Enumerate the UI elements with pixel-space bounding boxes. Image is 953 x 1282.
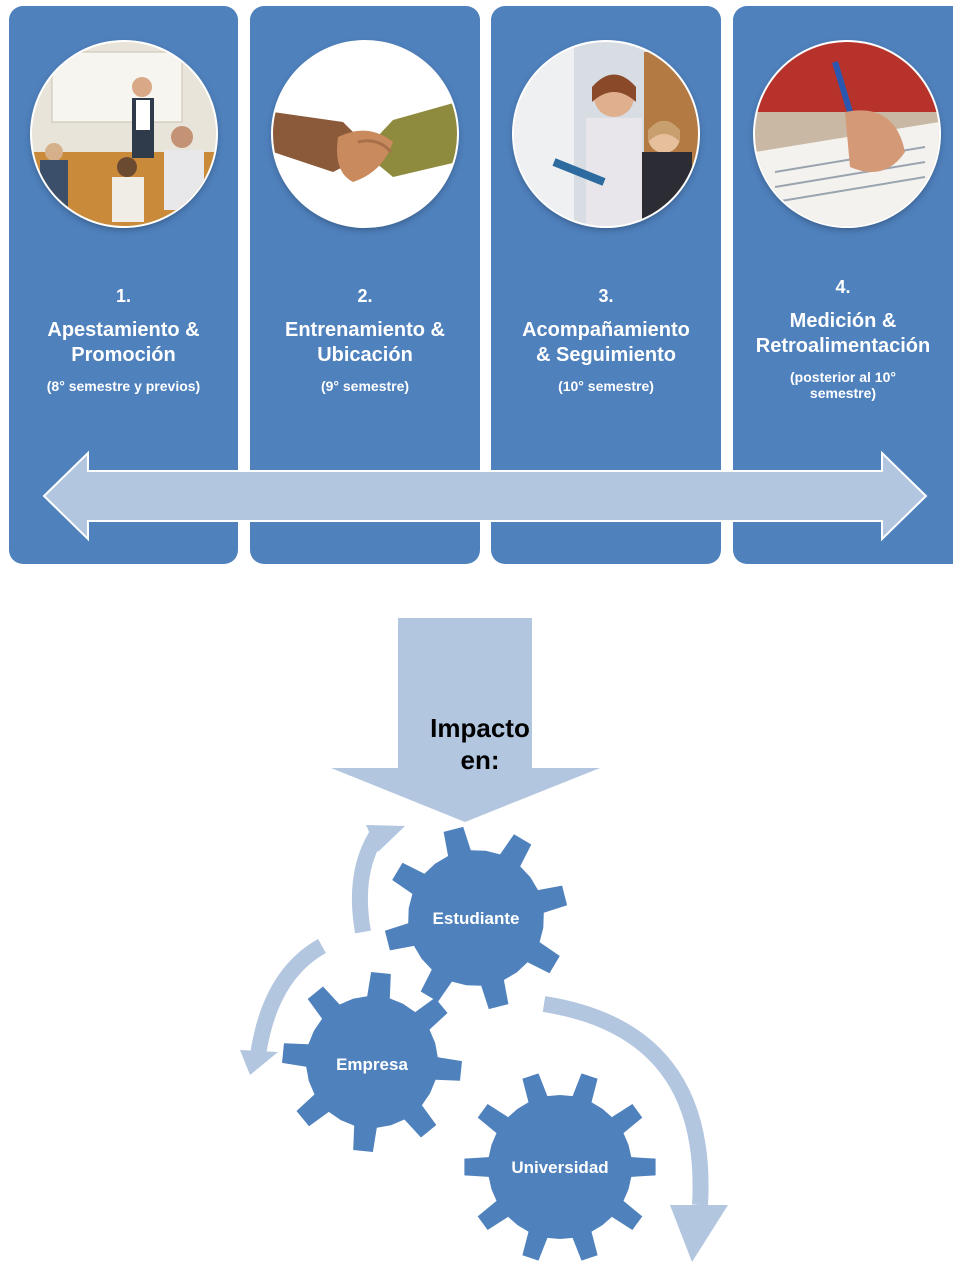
stage-title: Apestamiento & Promoción [9, 318, 238, 368]
gear-universidad [464, 1073, 656, 1261]
stage-period: (9° semestre) [250, 378, 480, 394]
gear-empresa [282, 972, 462, 1152]
impact-label-line: en: [460, 745, 500, 775]
impact-label-line: Impacto [430, 713, 530, 743]
gear-label-empresa: Empresa [336, 1055, 408, 1074]
stage-title: Medición & Retroalimentación [733, 309, 953, 359]
gear-label-universidad: Universidad [511, 1158, 608, 1177]
impact-down-arrow [331, 618, 600, 822]
stage-period-line: (10° semestre) [558, 378, 654, 394]
impact-label: Impacto en: [380, 712, 580, 776]
stage-period: (posterior al 10° semestre) [733, 369, 953, 401]
stage-number: 4. [835, 277, 851, 297]
photo-classroom-presentation [31, 42, 216, 226]
stage-title-line: Ubicación [317, 344, 413, 366]
stage-title-line: Entrenamiento & [284, 319, 446, 341]
stage-title: Entrenamiento & Ubicación [250, 318, 480, 368]
photo-handshake [273, 42, 457, 226]
photo-mentoring [514, 42, 698, 226]
cycle-arrow-right [542, 996, 709, 1206]
stage-period: (10° semestre) [491, 378, 721, 394]
gear-label-estudiante: Estudiante [433, 909, 520, 928]
cycle-arrow-left-head [240, 1050, 278, 1075]
stage-title-line: Promoción [71, 344, 176, 366]
stage-title-line: Apestamiento & [47, 319, 200, 341]
stage-title-line: & Seguimiento [535, 344, 676, 366]
gear-estudiante [384, 826, 568, 1010]
stage-number: 2. [357, 286, 373, 306]
stage-number: 3. [598, 286, 614, 306]
cycle-arrow-right-head [670, 1205, 728, 1262]
stage-title: Acompañamiento & Seguimiento [491, 318, 721, 368]
stage-number: 1. [115, 286, 131, 306]
stage-title-line: Acompañamiento [522, 319, 690, 341]
stage-period-line: (8° semestre y previos) [46, 378, 201, 394]
cycle-arrow-left [250, 939, 327, 1057]
stage-title-line: Medición & [789, 310, 897, 332]
stage-title-line: Retroalimentación [755, 335, 931, 357]
stage-period: (8° semestre y previos) [9, 378, 238, 394]
stage-period-line: (posterior al 10° [790, 369, 896, 385]
stage-period-line: (9° semestre) [320, 378, 410, 394]
photo-writing-evaluation [755, 42, 939, 226]
cycle-arrow-top-head [366, 825, 405, 852]
stage-panel-1: 1. Apestamiento & Promoción (8° semestre… [9, 6, 238, 564]
stage-period-line: semestre) [809, 385, 877, 401]
